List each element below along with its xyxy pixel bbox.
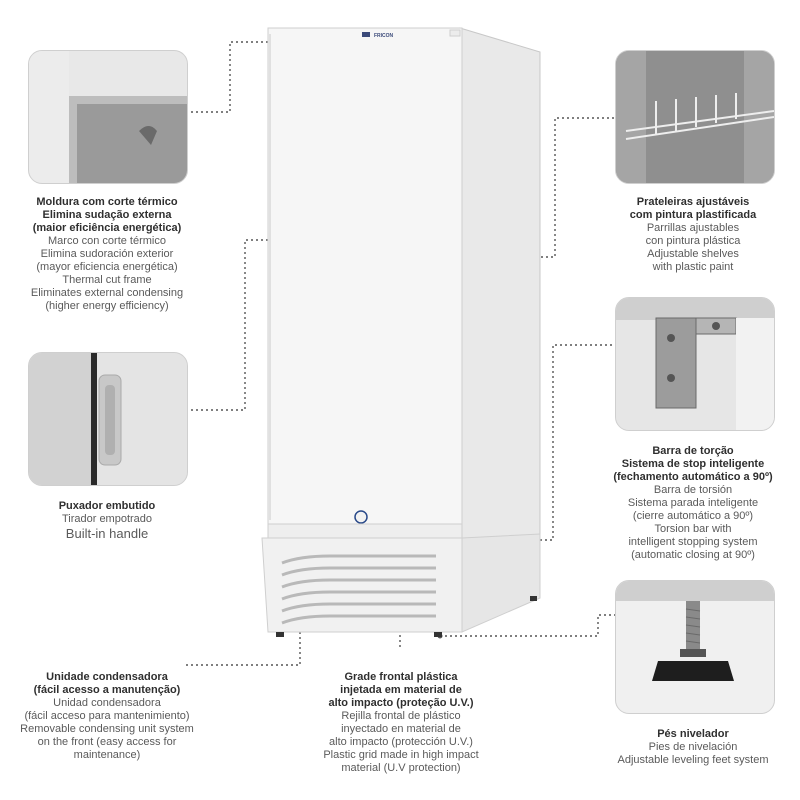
grid-title-2: injetada em material de — [340, 684, 462, 696]
freezer-door — [267, 27, 463, 525]
grid-line-4: Plastic grid made in high impact — [323, 749, 479, 761]
handle-title: Puxador embutido — [58, 500, 156, 512]
caption-handle: Puxador embutido Tirador empotrado Built… — [0, 500, 214, 542]
leveling-feet-photo — [615, 580, 775, 714]
shelves-title-1: Prateleiras ajustáveis — [636, 196, 750, 208]
condenser-housing — [261, 537, 463, 633]
grid-line-1: Rejilla frontal de plástico — [341, 710, 461, 722]
condenser-title-1: Unidade condensadora — [46, 671, 168, 683]
frame-line-5: Eliminates external condensing — [30, 287, 184, 299]
torsion-title-1: Barra de torção — [652, 445, 734, 457]
torsion-title-3: (fechamento automático a 90º) — [613, 471, 773, 483]
caption-torsion: Barra de torção Sistema de stop intelige… — [586, 445, 800, 562]
grid-title-1: Grade frontal plástica — [344, 671, 458, 683]
brand-logo: FRICON — [374, 33, 394, 39]
shelves-line-2: con pintura plástica — [645, 235, 741, 247]
frame-title-1: Moldura com corte térmico — [36, 196, 178, 208]
shelves-title-2: com pintura plastificada — [629, 209, 757, 221]
feet-title: Pés nivelador — [657, 728, 729, 740]
frame-title-2: Elimina sudação externa — [42, 209, 172, 221]
shelves-line-3: Adjustable shelves — [647, 248, 739, 260]
torsion-line-6: (automatic closing at 90º) — [631, 549, 755, 561]
front-grille — [281, 554, 436, 625]
adjustable-shelves-photo — [615, 50, 775, 184]
torsion-line-4: Torsion bar with — [654, 523, 732, 535]
thermal-frame-photo — [28, 50, 188, 184]
condenser-line-2: (fácil acceso para mantenimiento) — [24, 710, 190, 722]
caption-feet: Pés nivelador Pies de nivelación Adjusta… — [586, 728, 800, 767]
grid-title-3: alto impacto (proteção U.V.) — [328, 697, 474, 709]
built-in-handle-photo — [28, 352, 188, 486]
condenser-title-2: (fácil acesso a manutenção) — [33, 684, 181, 696]
torsion-bar-photo — [615, 297, 775, 431]
condenser-line-5: maintenance) — [73, 749, 141, 761]
thermostat-knob — [354, 510, 368, 524]
torsion-line-2: Sistema parada inteligente — [627, 497, 759, 509]
feet-line-2: Adjustable leveling feet system — [617, 754, 769, 766]
foot-left — [276, 632, 284, 637]
caption-shelves: Prateleiras ajustáveis com pintura plast… — [586, 196, 800, 274]
caption-condenser: Unidade condensadora (fácil acesso a man… — [0, 671, 214, 762]
foot-right — [434, 632, 442, 637]
grid-line-5: material (U.V protection) — [341, 762, 461, 774]
torsion-line-3: (cierre automático a 90º) — [632, 510, 754, 522]
leader-condenser — [186, 598, 301, 666]
leader-shelves — [411, 117, 615, 258]
grid-line-3: alto impacto (protección U.V.) — [329, 736, 473, 748]
cabinet-side — [459, 27, 541, 613]
grid-line-2: inyectado en material de — [341, 723, 461, 735]
frame-line-1: Marco con corte térmico — [48, 235, 166, 247]
torsion-line-5: intelligent stopping system — [628, 536, 758, 548]
caption-frame: Moldura com corte térmico Elimina sudaçã… — [0, 196, 214, 313]
caption-grid: Grade frontal plástica injetada em mater… — [296, 671, 506, 775]
frame-title-3: (maior eficiência energética) — [32, 222, 182, 234]
torsion-title-2: Sistema de stop inteligente — [621, 458, 765, 470]
leader-feet — [440, 614, 615, 637]
frame-line-3: (mayor eficiencia energética) — [36, 261, 178, 273]
frame-line-4: Thermal cut frame — [62, 274, 152, 286]
feet-line-1: Pies de nivelación — [648, 741, 738, 753]
shelves-line-4: with plastic paint — [652, 261, 734, 273]
shelves-line-1: Parrillas ajustables — [646, 222, 740, 234]
handle-line-2: Built-in handle — [65, 526, 149, 541]
handle-line-1: Tirador empotrado — [61, 513, 153, 525]
condenser-line-4: on the front (easy access for — [37, 736, 177, 748]
condenser-line-1: Unidad condensadora — [53, 697, 161, 709]
condenser-line-3: Removable condensing unit system — [20, 723, 194, 735]
frame-line-6: (higher energy efficiency) — [45, 300, 169, 312]
frame-line-2: Elimina sudoración exterior — [40, 248, 174, 260]
leader-frame — [186, 41, 275, 113]
torsion-line-1: Barra de torsión — [653, 484, 733, 496]
